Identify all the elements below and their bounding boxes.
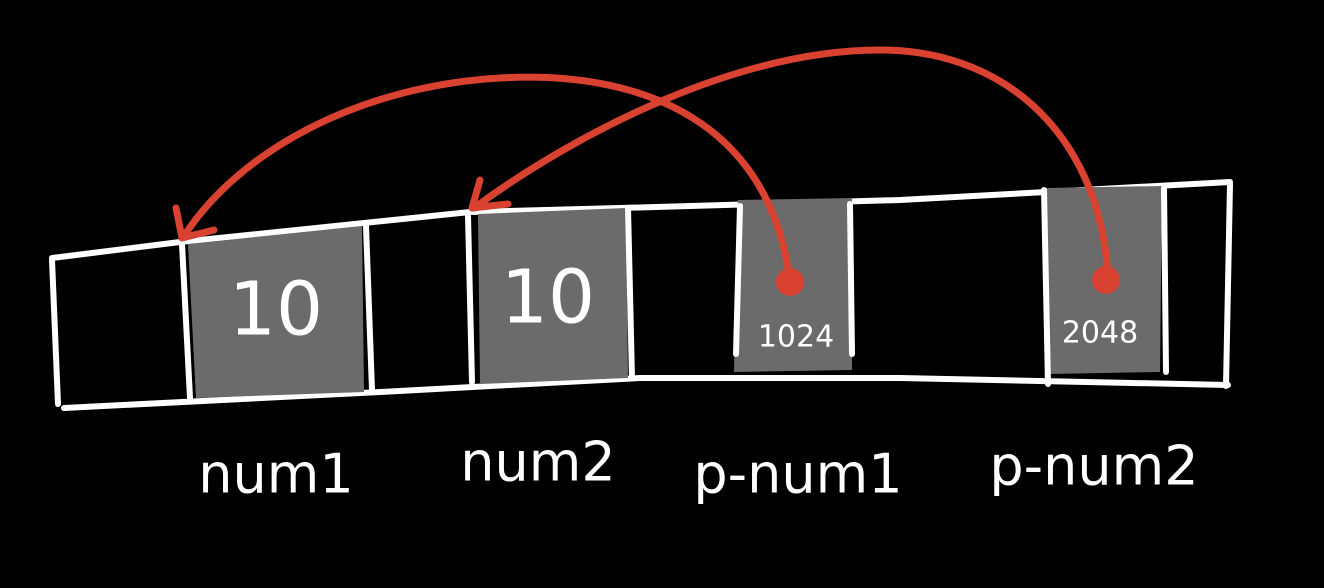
memory-strip-bottom-edge [61,375,1231,411]
memory-strip-right-edge [1223,181,1233,389]
pointer-arrowhead-num2 [468,176,512,212]
cell-fill-num1 [188,226,364,398]
pointer-origin-dot-p-num2 [1092,266,1120,294]
label-num2: num2 [460,431,615,494]
pointer-arrows [172,46,1120,296]
cell-value-num2: 10 [501,255,595,341]
divider [733,203,743,357]
pointer-arrow-p-num1-to-num1 [180,73,794,286]
cell-value-p-num1: 1024 [758,320,834,355]
divider [847,201,855,357]
variable-labels: num1 num2 p-num1 p-num2 [198,431,1198,506]
memory-strip-left-edge [49,257,61,407]
memory-strip-top-edge [49,179,1233,261]
divider [179,241,193,401]
memory-strip [49,179,1233,411]
cell-value-num1: 10 [229,267,323,353]
pointer-arrowhead-num1 [172,204,218,242]
divider [465,213,475,385]
divider [363,223,375,393]
label-num1: num1 [198,443,353,506]
pointer-arrow-p-num2-to-num2 [470,46,1112,280]
divider [1041,187,1051,387]
cell-fill-num2 [478,208,628,384]
label-p-num1: p-num1 [693,443,902,506]
cell-values: 10 10 1024 2048 [229,255,1138,355]
pointer-origin-dot-p-num1 [776,268,804,296]
cell-value-p-num2: 2048 [1062,316,1138,351]
divider [625,205,635,381]
cell-fills [188,186,1162,398]
divider [1161,185,1169,375]
cell-dividers [179,185,1169,401]
label-p-num2: p-num2 [989,435,1198,498]
